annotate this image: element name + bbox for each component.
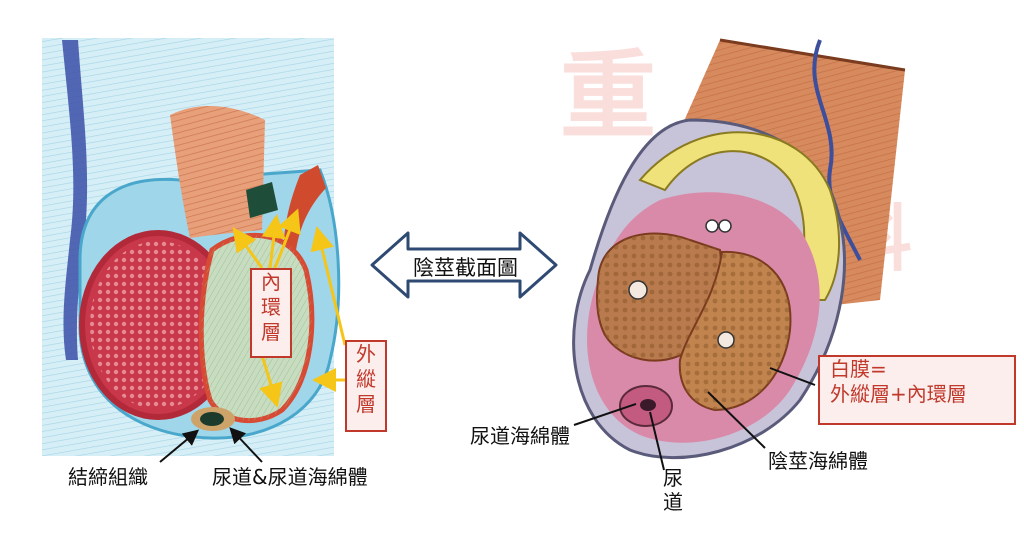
urethra-and-spongiosum-label: 尿道&尿道海綿體 (212, 465, 368, 489)
corpus-cavernosum-label: 陰莖海綿體 (768, 449, 868, 473)
connective-tissue-label: 結締組織 (68, 465, 148, 489)
inner-ring-label: 內 環 層 (250, 268, 292, 358)
center-title: 陰莖截面圖 (413, 256, 518, 280)
watermark-char-1: 重 (560, 39, 656, 152)
urethra-label: 尿 道 (663, 466, 683, 514)
corpus-spongiosum-label: 尿道海綿體 (470, 424, 570, 448)
tunica-albuginea-label: 白膜= 外縱層+內環層 (818, 355, 1016, 425)
outer-longitudinal-label: 外 縱 層 (345, 340, 387, 432)
